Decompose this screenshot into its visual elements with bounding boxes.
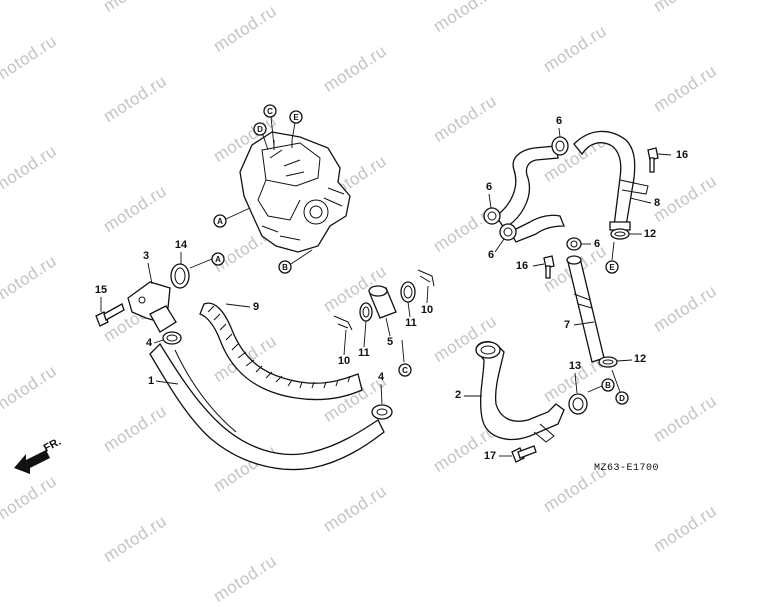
svg-text:11: 11 <box>358 347 370 359</box>
svg-text:FR.: FR. <box>42 436 63 455</box>
svg-text:C: C <box>267 107 273 116</box>
svg-text:12: 12 <box>634 353 646 365</box>
hose-upper-left <box>495 145 559 229</box>
svg-text:D: D <box>619 394 625 403</box>
clip-part-10-left: 10 <box>333 315 353 367</box>
water-hose-part-1: 1 <box>148 342 385 471</box>
o-ring-part-14: 14 A <box>170 239 225 289</box>
o-ring-part-11-left: 11 <box>358 302 373 359</box>
front-direction-arrow: FR. <box>14 436 63 474</box>
svg-text:12: 12 <box>644 228 656 240</box>
bolt-part-17: 17 <box>484 445 537 463</box>
svg-text:5: 5 <box>387 336 393 348</box>
svg-text:14: 14 <box>175 239 188 251</box>
bolt-part-15: 15 <box>95 284 125 327</box>
pipe-part-2: 2 <box>455 340 565 443</box>
svg-text:4: 4 <box>378 371 385 383</box>
engine-block <box>239 131 351 253</box>
svg-text:2: 2 <box>455 389 461 401</box>
svg-text:15: 15 <box>95 284 107 296</box>
svg-text:C: C <box>402 366 408 375</box>
svg-text:10: 10 <box>421 304 433 316</box>
pipe-part-7: 7 <box>564 255 605 363</box>
bolt-part-16-mid: 16 <box>516 255 555 279</box>
svg-text:11: 11 <box>405 317 417 329</box>
engine-ref-d: D <box>253 122 269 151</box>
ref-c-lower: C <box>398 339 412 377</box>
diagram-code: MZ63-E1700 <box>594 463 659 474</box>
ref-b-lower: B <box>587 378 615 393</box>
svg-text:A: A <box>215 255 221 264</box>
hose-protector-part-9: 9 <box>199 301 363 401</box>
clip-part-10-right: 10 <box>417 269 435 316</box>
svg-text:16: 16 <box>676 149 688 161</box>
svg-text:13: 13 <box>569 360 581 372</box>
engine-ref-a: A <box>213 207 251 228</box>
svg-text:9: 9 <box>253 301 259 313</box>
hose-upper-mid <box>509 214 565 243</box>
o-ring-part-12-bottom: 12 <box>598 353 646 368</box>
inlet-joint-part-3: 3 <box>127 250 177 333</box>
svg-text:17: 17 <box>484 450 496 462</box>
bolt-part-16-top: 16 <box>647 147 688 173</box>
svg-text:8: 8 <box>654 197 660 209</box>
o-ring-part-13: 13 <box>568 360 588 415</box>
ref-e-lower: E <box>605 241 619 274</box>
diagram-canvas: C D E A B 3 <box>14 104 688 474</box>
hose-clamp-part-4-right: 4 <box>371 371 393 420</box>
svg-text:10: 10 <box>338 355 350 367</box>
svg-text:D: D <box>257 125 263 134</box>
svg-text:A: A <box>217 217 223 226</box>
clamp-part-6-lower-left: 6 <box>488 223 517 261</box>
engine-ref-c: C <box>263 104 277 147</box>
svg-text:7: 7 <box>564 319 570 331</box>
svg-text:E: E <box>293 113 299 122</box>
o-ring-part-12-top: 12 <box>610 228 656 240</box>
collar-part-5: 5 <box>368 285 397 348</box>
svg-text:6: 6 <box>486 181 492 193</box>
svg-text:6: 6 <box>488 249 494 261</box>
svg-text:1: 1 <box>148 375 154 387</box>
clamp-part-6-top: 6 <box>551 115 569 156</box>
ref-d-lower: D <box>611 369 629 405</box>
svg-text:6: 6 <box>594 238 600 250</box>
hose-clamp-part-4-left: 4 <box>146 331 182 349</box>
svg-text:6: 6 <box>556 115 562 127</box>
svg-text:16: 16 <box>516 260 528 272</box>
svg-text:3: 3 <box>143 250 149 262</box>
parts-diagram: motod.ru motod.ru motod.ru motod.ru moto… <box>0 0 720 606</box>
svg-text:4: 4 <box>146 337 153 349</box>
svg-text:E: E <box>609 263 615 272</box>
engine-ref-b: B <box>278 249 313 274</box>
pipe-part-8: 8 <box>573 130 660 231</box>
svg-text:B: B <box>282 263 288 272</box>
clamp-part-6-left: 6 <box>483 181 501 225</box>
svg-text:B: B <box>605 381 611 390</box>
clamp-part-6-right: 6 <box>566 237 600 251</box>
engine-ref-e: E <box>289 110 303 141</box>
o-ring-part-11-right: 11 <box>400 281 417 329</box>
